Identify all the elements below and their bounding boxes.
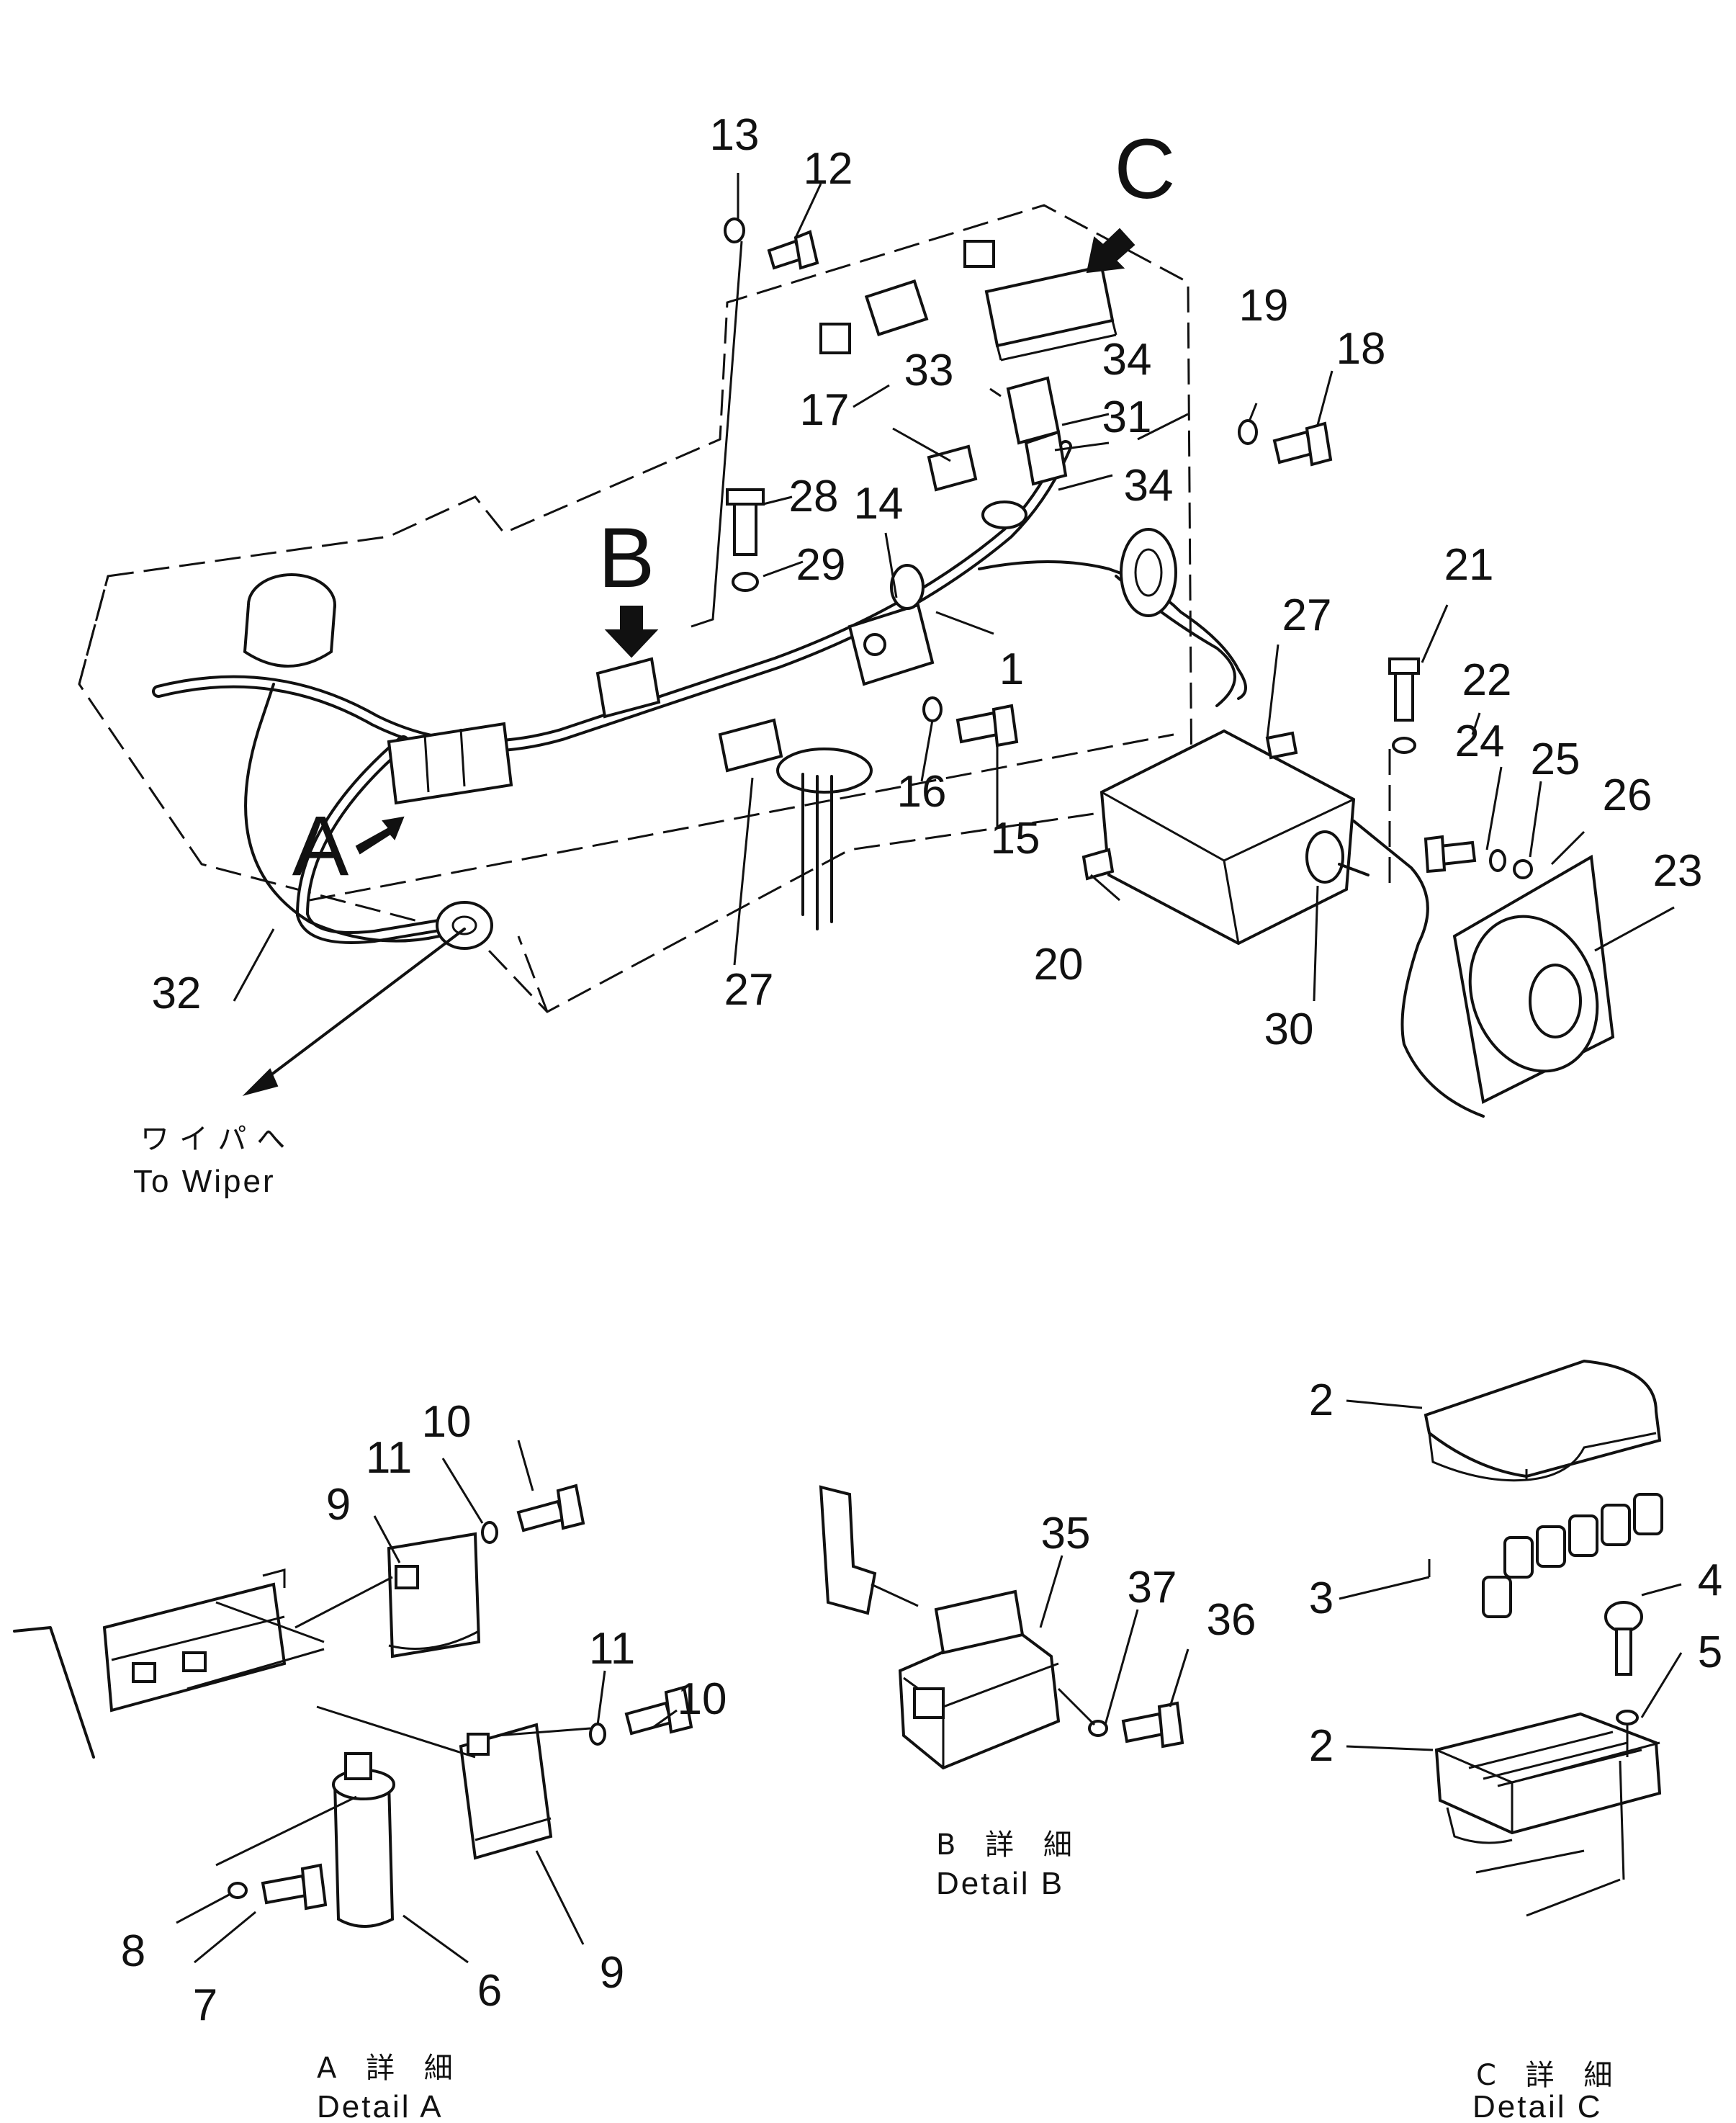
- detail-c-caption-jp: C 詳 細: [1476, 2059, 1622, 2092]
- detail-b-caption-jp: B 詳 細: [936, 1828, 1082, 1862]
- detail-c-callout-5: 5: [1698, 1628, 1722, 1677]
- detail-a: 10 11 9 11 10 8 7 6 9 A 詳 細 Detail A: [13, 1397, 727, 2123]
- detail-c: 2 3 4 5 2 C 詳 細 Detail C: [1309, 1359, 1722, 2123]
- callout-19: 19: [1239, 281, 1289, 331]
- detail-a-callout-7: 7: [193, 1980, 217, 2030]
- callout-30: 30: [1264, 1005, 1314, 1054]
- callout-34-upper: 34: [1102, 335, 1152, 385]
- view-label-b: B: [598, 511, 655, 606]
- callout-20: 20: [1034, 940, 1084, 989]
- detail-b: 35 37 36 B 詳 細 Detail B: [819, 1485, 1256, 1901]
- main-assembly: 13 12 C 19 18 33 34 17 31 34 28 14 B 29 …: [78, 110, 1703, 1199]
- callout-33: 33: [904, 346, 954, 395]
- callout-28: 28: [789, 472, 839, 521]
- detail-c-callout-3: 3: [1309, 1574, 1334, 1623]
- detail-b-callout-37: 37: [1128, 1563, 1177, 1612]
- detail-a-caption-jp: A 詳 細: [317, 2052, 463, 2085]
- detail-b-callout-36: 36: [1207, 1595, 1256, 1645]
- callout-18: 18: [1336, 324, 1386, 374]
- wiper-caption-jp: ワイパへ: [140, 1123, 295, 1156]
- arrow-c: [1086, 228, 1135, 274]
- callout-22: 22: [1462, 655, 1512, 705]
- detail-a-callout-11-lower: 11: [589, 1624, 635, 1674]
- callout-25: 25: [1531, 735, 1580, 784]
- detail-a-callout-10-top: 10: [422, 1397, 472, 1447]
- detail-a-caption-en: Detail A: [317, 2089, 444, 2123]
- callout-27-left: 27: [724, 965, 774, 1015]
- view-label-c: C: [1114, 122, 1175, 217]
- callout-21: 21: [1444, 540, 1494, 590]
- wiper-caption-en: To Wiper: [133, 1164, 276, 1199]
- callout-13: 13: [710, 110, 760, 160]
- callout-32: 32: [152, 969, 202, 1018]
- arrow-a: [355, 816, 405, 855]
- callout-1: 1: [999, 645, 1024, 694]
- panel-outline: [78, 204, 1193, 1013]
- callout-12: 12: [804, 144, 853, 194]
- detail-a-callout-9-top: 9: [326, 1480, 351, 1530]
- callout-27-right: 27: [1282, 591, 1332, 640]
- detail-c-caption-en: Detail C: [1472, 2089, 1603, 2123]
- detail-b-callout-35: 35: [1041, 1509, 1091, 1558]
- callout-24: 24: [1455, 717, 1505, 766]
- detail-a-callout-11-top: 11: [366, 1433, 412, 1483]
- view-label-a: A: [292, 799, 349, 894]
- detail-c-callout-2-lower: 2: [1309, 1721, 1334, 1771]
- callout-17: 17: [800, 385, 850, 435]
- detail-c-callout-2-top: 2: [1309, 1375, 1334, 1425]
- detail-a-callout-10-lower: 10: [678, 1674, 727, 1724]
- callout-14: 14: [854, 479, 904, 529]
- callout-23: 23: [1653, 846, 1703, 896]
- detail-a-callout-9-lower: 9: [600, 1948, 624, 1998]
- callout-16: 16: [897, 767, 947, 817]
- detail-c-callout-4: 4: [1698, 1556, 1722, 1605]
- detail-b-caption-en: Detail B: [936, 1866, 1064, 1901]
- arrow-b: [604, 606, 659, 658]
- callout-29: 29: [796, 540, 846, 590]
- detail-a-callout-6: 6: [477, 1966, 502, 2016]
- detail-a-callout-8: 8: [121, 1926, 145, 1976]
- callout-34-lower: 34: [1124, 461, 1174, 511]
- callout-31: 31: [1102, 392, 1152, 442]
- fuse-set: [1482, 1493, 1663, 1618]
- callout-15: 15: [991, 814, 1040, 863]
- callout-26: 26: [1603, 771, 1652, 820]
